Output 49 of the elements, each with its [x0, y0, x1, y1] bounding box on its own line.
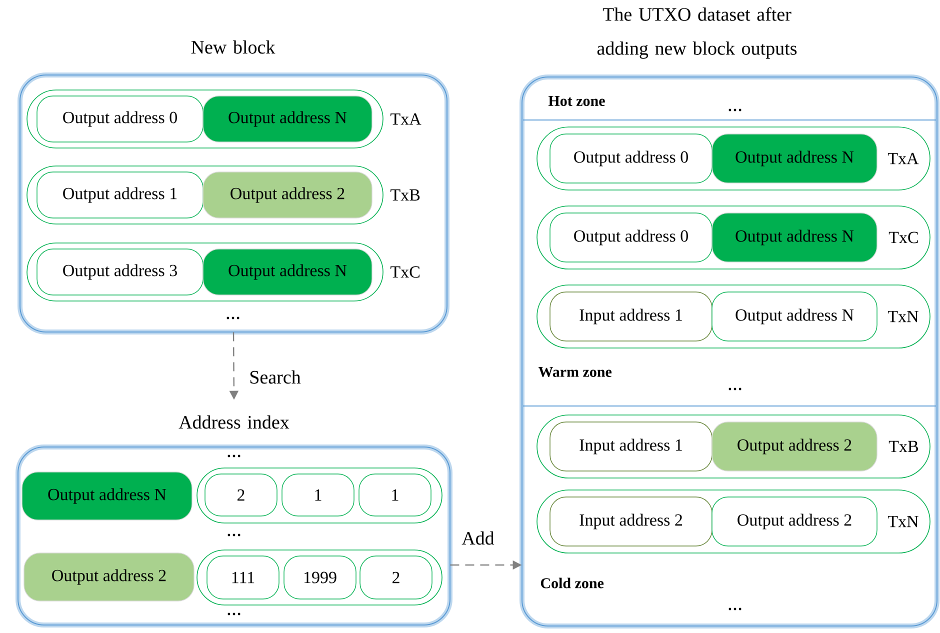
- address-box: Input address 2: [550, 496, 712, 546]
- address-box: 1: [282, 474, 354, 516]
- ellipsis: …: [226, 316, 240, 320]
- address-box: 111: [206, 556, 280, 600]
- panel-title: The UTXO dataset after adding new block outputs: [597, 7, 797, 59]
- ellipsis: …: [728, 388, 742, 390]
- address-box: Output address 0: [550, 212, 712, 262]
- address-box: Input address 1: [550, 292, 712, 342]
- zone-label: Hot zone: [548, 96, 605, 106]
- address-box: Output address 2: [712, 422, 878, 472]
- ellipsis: …: [228, 612, 240, 616]
- panel-title: Address index: [178, 415, 290, 429]
- row-capsule: [196, 468, 442, 524]
- panel-title: New block: [191, 40, 276, 54]
- address-box: Input address 1: [550, 422, 712, 472]
- row-label: TxB: [390, 189, 420, 201]
- row-label: TxN: [888, 310, 918, 322]
- edge-label: Search: [250, 370, 301, 384]
- ellipsis: …: [728, 108, 742, 112]
- row-label: TxB: [888, 440, 918, 452]
- row-label: TxN: [888, 516, 918, 528]
- address-box: Output address N: [712, 134, 878, 184]
- address-box: Output address N: [712, 292, 878, 342]
- address-box: 2: [204, 474, 278, 516]
- address-box: Output address N: [712, 212, 878, 262]
- address-box: 2: [360, 556, 432, 600]
- zone-label: Warm zone: [538, 366, 612, 378]
- ellipsis: …: [728, 608, 742, 610]
- address-box: Output address 0: [36, 96, 204, 142]
- address-box: 1: [358, 474, 432, 516]
- address-box: 1999: [284, 556, 356, 600]
- address-box: Output address 0: [550, 134, 712, 184]
- address-box: Output address 1: [36, 172, 204, 218]
- address-box: Output address 2: [24, 552, 194, 602]
- zone-label: Cold zone: [540, 578, 604, 588]
- edge-label: Add: [462, 531, 494, 545]
- ellipsis: …: [228, 534, 240, 536]
- address-box: Output address 2: [202, 172, 372, 218]
- address-box: Output address 3: [36, 248, 204, 296]
- address-box: Output address N: [202, 96, 372, 142]
- address-box: Output address N: [202, 248, 372, 296]
- row-label: TxA: [888, 152, 919, 164]
- address-box: Output address N: [22, 472, 192, 520]
- address-box: Output address 2: [712, 496, 878, 546]
- row-label: TxA: [390, 113, 422, 125]
- row-capsule: [196, 550, 442, 606]
- row-label: TxC: [390, 266, 420, 278]
- ellipsis: …: [228, 454, 240, 458]
- row-label: TxC: [888, 232, 918, 244]
